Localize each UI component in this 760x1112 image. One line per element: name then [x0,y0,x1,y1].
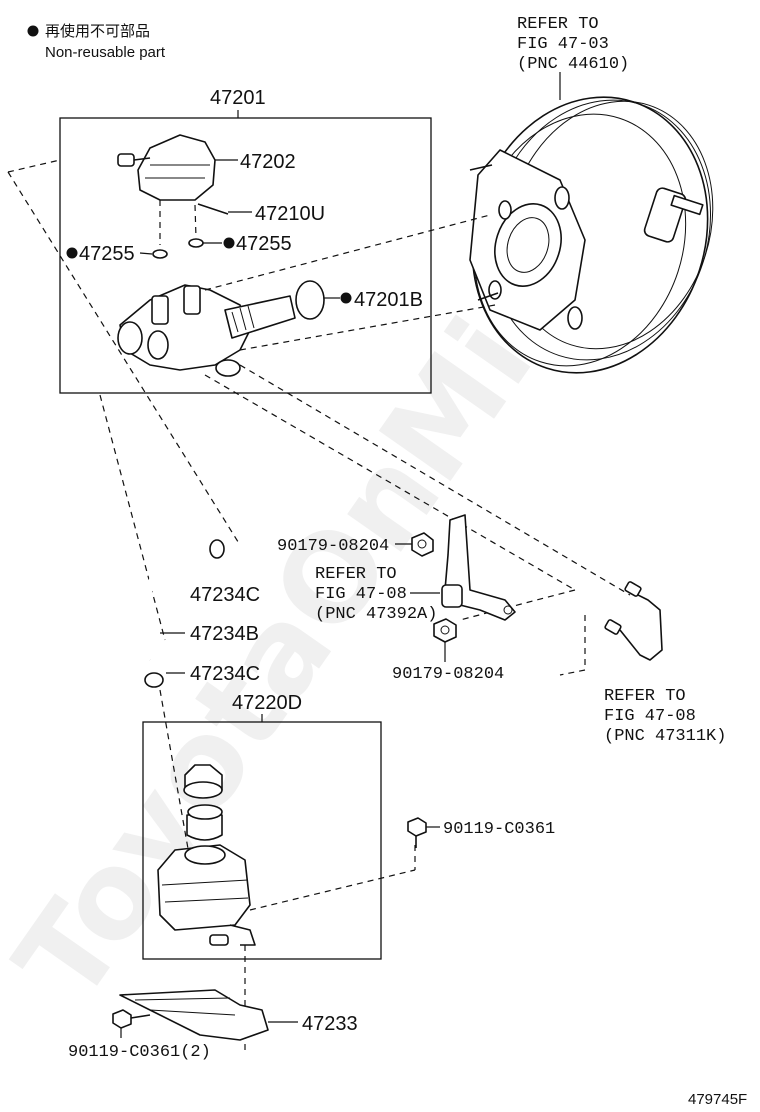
refer-bracket-line3: (PNC 47392A) [315,605,437,624]
bracket-47233-drawing [119,989,269,1041]
refer-bracket-line2: FIG 47-08 [315,585,407,604]
label-47255-left: 47255 [79,243,135,265]
reservoir-group-box [142,721,382,960]
label-90179-top: 90179-08204 [277,537,389,556]
clamp-top-drawing [209,539,225,559]
brake-booster-drawing [469,96,714,374]
master-cylinder-group-box [59,117,432,394]
non-reusable-bullet-icon [223,237,235,249]
o-ring-47201b-drawing [295,280,325,320]
label-47210U: 47210U [255,203,325,225]
refer-booster-line2: FIG 47-03 [517,35,609,54]
refer-tube-line2: FIG 47-08 [604,707,696,726]
refer-booster-note: REFER TO FIG 47-03 (PNC 44610) [517,15,629,100]
clamp-bottom-drawing [144,672,164,688]
label-47234C-bottom: 47234C [190,663,260,685]
non-reusable-bullet-icon [27,25,39,37]
figure-id: 479745F [688,1091,747,1108]
refer-bracket-line1: REFER TO [315,565,397,584]
grommet-right-drawing [188,238,204,248]
bolt-90119-left-drawing [112,1009,151,1029]
label-47201B: 47201B [354,289,423,311]
hose-47234b-drawing [135,544,214,661]
label-47255-right: 47255 [236,233,292,255]
legend-en-text: Non-reusable part [45,44,166,61]
label-47234B: 47234B [190,623,259,645]
legend-jp-text: 再使用不可部品 [45,23,150,40]
refer-booster-line1: REFER TO [517,15,599,34]
label-90179-bottom: 90179-08204 [392,665,504,684]
brake-tube-drawing [604,581,663,661]
grommet-left-drawing [152,249,168,259]
master-cylinder-body-drawing [117,284,296,377]
pin-47210u-drawing [197,203,229,215]
label-47234C-top: 47234C [190,584,260,606]
refer-tube-line3: (PNC 47311K) [604,727,726,746]
bracket-drawing [441,514,516,621]
refer-booster-line3: (PNC 44610) [517,55,629,74]
label-47202: 47202 [240,151,296,173]
reservoir-drawing [157,764,256,946]
non-reusable-bullet-icon [66,247,78,259]
label-47201: 47201 [210,87,266,109]
label-90119-left: 90119-C0361(2) [68,1043,211,1062]
label-47220D: 47220D [232,692,302,714]
refer-tube-line1: REFER TO [604,687,686,706]
non-reusable-bullet-icon [340,292,352,304]
label-47233: 47233 [302,1013,358,1035]
bolt-90119-right-drawing [407,817,427,848]
label-90119-right: 90119-C0361 [443,820,555,839]
nut-90179-bottom-drawing [433,618,457,643]
nut-90179-top-drawing [411,532,434,557]
reservoir-cap-47202-drawing [117,134,216,201]
assembly-dashed-lines [7,159,631,1055]
